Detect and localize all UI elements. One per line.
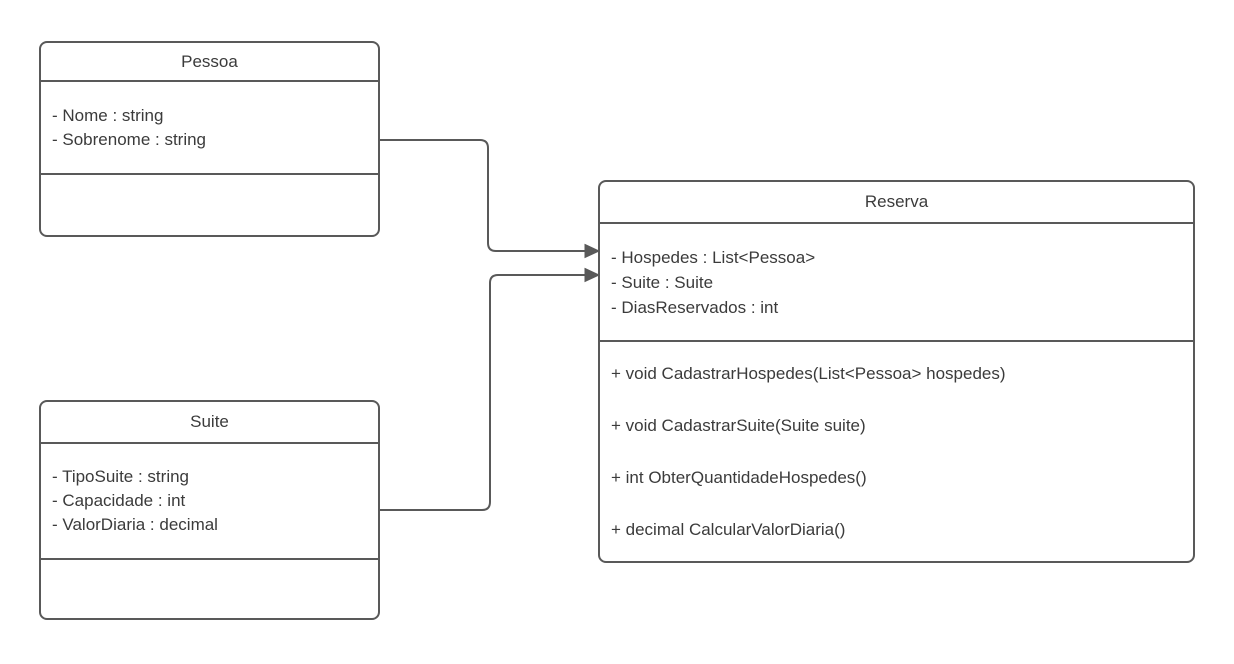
member-line: + void CadastrarSuite(Suite suite): [611, 415, 866, 435]
member-line: - Suite : Suite: [611, 272, 714, 292]
class-title-reserva: Reserva: [600, 182, 1193, 224]
attributes-compartment-reserva: - Hospedes : List<Pessoa> - Suite : Suite…: [600, 224, 1193, 342]
methods-compartment-pessoa: [41, 175, 378, 235]
class-box-pessoa: Pessoa - Nome : string - Sobrenome : stri…: [39, 41, 380, 237]
member-line: + int ObterQuantidadeHospedes(): [611, 467, 867, 487]
member-line: - TipoSuite : string: [52, 467, 190, 486]
methods-compartment-reserva: + void CadastrarHospedes(List<Pessoa> ho…: [600, 342, 1193, 561]
class-box-suite: Suite - TipoSuite : string - Capacidade :…: [39, 400, 380, 620]
member-line: - DiasReservados : int: [611, 297, 779, 317]
member-line: + void CadastrarHospedes(List<Pessoa> ho…: [611, 363, 1006, 383]
attributes-compartment-pessoa: - Nome : string - Sobrenome : string: [41, 82, 378, 175]
association-suite-reserva-line: [380, 274, 585, 511]
methods-compartment-suite: [41, 560, 378, 618]
attributes-compartment-suite: - TipoSuite : string - Capacidade : int - …: [41, 444, 378, 560]
association-pessoa-reserva: [380, 139, 601, 259]
member-line: - Capacidade : int: [52, 491, 186, 510]
class-title-pessoa: Pessoa: [41, 43, 378, 82]
association-suite-reserva: [380, 267, 601, 511]
member-line: - Sobrenome : string: [52, 129, 207, 149]
member-line: - Nome : string: [52, 105, 164, 125]
member-line: - Hospedes : List<Pessoa>: [611, 247, 816, 267]
association-pessoa-reserva-line: [380, 139, 585, 252]
association-arrowhead-icon: [584, 243, 601, 259]
class-title-suite: Suite: [41, 402, 378, 444]
association-arrowhead-icon: [584, 267, 601, 283]
member-line: - ValorDiaria : decimal: [52, 515, 218, 534]
class-box-reserva: Reserva - Hospedes : List<Pessoa> - Suite…: [598, 180, 1195, 563]
member-line: + decimal CalcularValorDiaria(): [611, 519, 846, 539]
